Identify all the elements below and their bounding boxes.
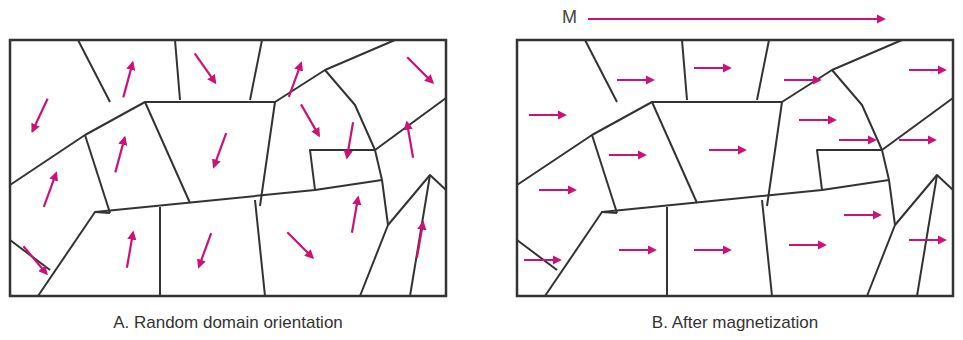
panel-caption: B. After magnetization bbox=[652, 313, 818, 333]
domain-walls bbox=[517, 40, 953, 296]
domain-arrow bbox=[789, 244, 825, 246]
domain-arrow bbox=[301, 104, 319, 135]
domain-arrow bbox=[44, 173, 56, 207]
domain-arrow bbox=[289, 63, 301, 97]
domain-arrow bbox=[709, 149, 745, 151]
domain-arrow bbox=[839, 139, 875, 141]
domain-arrow bbox=[352, 197, 358, 232]
panel-frame bbox=[10, 40, 446, 296]
domain-arrow bbox=[214, 133, 226, 167]
magnetization-arrow bbox=[588, 18, 884, 20]
domain-arrow bbox=[23, 246, 46, 274]
domain-walls bbox=[10, 40, 446, 296]
domain-arrow bbox=[609, 154, 645, 156]
domain-arrow bbox=[694, 249, 730, 251]
domain-arrow bbox=[407, 122, 413, 157]
panel-frame bbox=[517, 40, 953, 296]
domain-arrow bbox=[32, 99, 47, 132]
field-label: M bbox=[562, 7, 577, 29]
panel-caption: A. Random domain orientation bbox=[113, 313, 343, 333]
domain-arrow bbox=[909, 69, 945, 71]
domain-arrow bbox=[127, 232, 133, 267]
domain-arrow bbox=[199, 233, 211, 267]
domain-arrow bbox=[123, 63, 132, 98]
domain-arrow bbox=[195, 53, 216, 82]
domain-arrow bbox=[417, 222, 423, 257]
domain-arrow bbox=[529, 114, 565, 116]
domain-arrow bbox=[694, 67, 730, 69]
domain-arrow bbox=[899, 139, 935, 141]
domain-arrow bbox=[407, 57, 432, 82]
domain-arrow bbox=[115, 138, 124, 173]
domain-arrow bbox=[347, 122, 353, 157]
domain-arrows bbox=[23, 53, 432, 273]
domain-arrow bbox=[909, 239, 945, 241]
domain-arrow bbox=[799, 119, 835, 121]
domain-arrow bbox=[619, 249, 655, 251]
domain-arrow bbox=[287, 232, 312, 257]
domain-arrow bbox=[524, 259, 560, 261]
domain-arrow bbox=[784, 79, 820, 81]
domain-arrow bbox=[539, 189, 575, 191]
domain-arrow bbox=[844, 214, 880, 216]
domain-arrows bbox=[524, 68, 945, 260]
domain-arrow bbox=[617, 79, 653, 81]
